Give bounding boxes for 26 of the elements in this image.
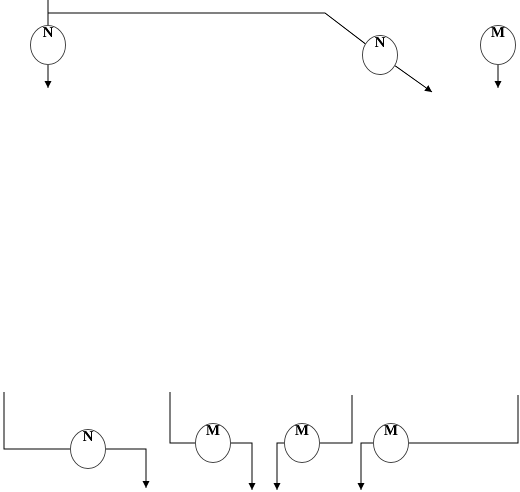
arrow	[358, 442, 374, 490]
node-letter: M	[204, 423, 222, 440]
arrow	[394, 65, 432, 92]
circle-node	[70, 429, 106, 469]
node-letter: N	[374, 35, 386, 52]
node-letter: M	[490, 25, 506, 42]
circle-node	[284, 423, 320, 463]
node-letter: M	[294, 423, 310, 440]
arrow	[44, 64, 52, 88]
circle-node	[30, 25, 66, 65]
arrow	[230, 442, 256, 490]
circle-node	[362, 35, 398, 75]
arrow	[274, 442, 284, 490]
arrow	[106, 448, 150, 488]
connector-line	[170, 392, 196, 444]
circle-node	[373, 423, 409, 463]
circle-node	[480, 25, 516, 65]
node-letter: N	[82, 429, 94, 446]
node-letter: N	[42, 25, 54, 42]
connector-line	[4, 392, 70, 450]
node-letter: M	[382, 423, 400, 440]
connector-line	[48, 12, 366, 44]
arrow	[494, 64, 502, 88]
connector-line	[320, 394, 352, 444]
connector-line	[408, 394, 518, 444]
circle-node	[195, 423, 231, 463]
